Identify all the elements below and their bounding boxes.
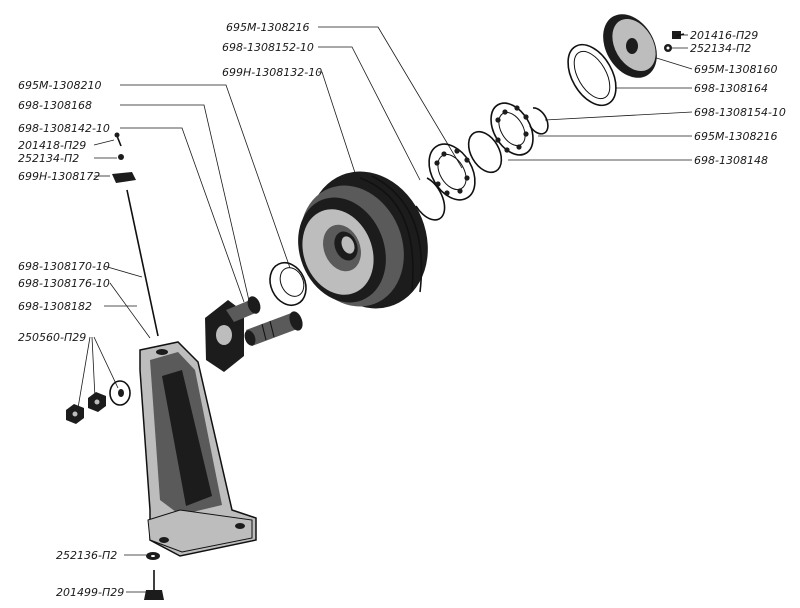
label-252136-p2: 252136-П2 (56, 549, 117, 562)
label-698-1308168: 698-1308168 (18, 99, 92, 112)
label-695m-1308160: 695М-1308160 (694, 63, 777, 76)
label-201418-p29: 201418-П29 (18, 139, 86, 152)
hex-nut-2 (88, 392, 106, 412)
eccentric-plate (205, 296, 261, 372)
gasket (567, 43, 617, 107)
base-bolt (144, 570, 164, 600)
base-washer (146, 552, 160, 560)
ball-bearing-right (490, 102, 534, 156)
label-698-1308170-10: 698-1308170-10 (18, 260, 110, 273)
label-695m-1308216-right: 695М-1308216 (694, 130, 777, 143)
threaded-rod (126, 189, 159, 337)
hub-bushing (269, 262, 307, 306)
label-201416-p29: 201416-П29 (690, 29, 758, 42)
label-698-1308142-10: 698-1308142-10 (18, 122, 110, 135)
label-250560-p29: 250560-П29 (18, 331, 86, 344)
label-695m-1308216-top: 695М-1308216 (226, 21, 309, 34)
retaining-ring-left (415, 177, 446, 221)
label-252134-p2-right: 252134-П2 (690, 42, 751, 55)
label-252134-p2-left: 252134-П2 (18, 152, 79, 165)
rod-washer (118, 154, 124, 160)
flat-washer (109, 380, 131, 406)
label-698-1308176-10: 698-1308176-10 (18, 277, 110, 290)
spacer-ring (467, 130, 503, 174)
label-699n-1308172: 699Н-1308172 (18, 170, 100, 183)
axle-pin (244, 311, 303, 346)
end-cover (603, 14, 657, 78)
hex-nut-1 (66, 404, 84, 424)
part-labels: 695М-1308216 698-1308152-10 699Н-1308132… (18, 21, 786, 599)
ball-bearing-left (428, 143, 476, 201)
retaining-ring-right (529, 107, 549, 135)
leader-lines (77, 26, 693, 593)
rod-screw (114, 132, 122, 147)
label-698-1308152-10: 698-1308152-10 (222, 41, 314, 54)
grooved-pulley (298, 171, 428, 309)
rod-nut (112, 172, 136, 183)
label-698-1308154-10: 698-1308154-10 (694, 106, 786, 119)
label-698-1308148: 698-1308148 (694, 154, 768, 167)
label-201499-p29: 201499-П29 (56, 586, 124, 599)
cover-washer (664, 44, 672, 52)
label-699n-1308132-10: 699Н-1308132-10 (222, 66, 322, 79)
label-695m-1308210: 695М-1308210 (18, 79, 101, 92)
label-698-1308164: 698-1308164 (694, 82, 768, 95)
cover-bolt (672, 31, 685, 39)
label-698-1308182: 698-1308182 (18, 300, 92, 313)
bracket (139, 341, 257, 557)
